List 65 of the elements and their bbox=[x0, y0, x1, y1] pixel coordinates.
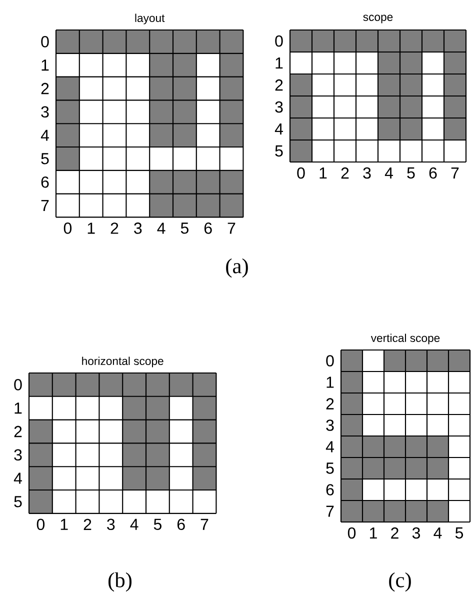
row-number: 5 bbox=[275, 145, 283, 157]
panel-caption: (c) bbox=[389, 572, 411, 592]
column-number: 1 bbox=[88, 222, 95, 234]
row-number: 1 bbox=[326, 376, 334, 388]
row-number: 5 bbox=[326, 462, 334, 474]
column-number: 0 bbox=[36, 518, 45, 530]
row-number: 7 bbox=[326, 506, 334, 517]
column-number: 3 bbox=[363, 167, 371, 179]
column-number: 7 bbox=[451, 168, 459, 178]
column-number: 7 bbox=[200, 518, 208, 530]
row-number: 7 bbox=[41, 200, 49, 211]
row-number: 2 bbox=[41, 82, 49, 94]
column-number: 3 bbox=[134, 222, 142, 234]
column-number: 3 bbox=[107, 518, 115, 530]
column-number: 1 bbox=[60, 518, 68, 530]
panel-caption: (b) bbox=[108, 572, 132, 592]
row-number: 2 bbox=[275, 79, 283, 91]
column-number: 7 bbox=[228, 222, 236, 234]
row-number: 0 bbox=[326, 355, 334, 366]
column-number: 6 bbox=[429, 167, 437, 179]
grid-title: scope bbox=[363, 14, 393, 24]
row-number: 2 bbox=[326, 398, 334, 410]
column-number: 2 bbox=[391, 527, 398, 539]
column-number: 5 bbox=[407, 167, 415, 179]
row-number: 1 bbox=[14, 402, 22, 414]
grid-title: layout bbox=[135, 14, 165, 24]
column-number: 2 bbox=[341, 167, 349, 179]
row-number: 4 bbox=[326, 441, 334, 452]
row-number: 1 bbox=[276, 58, 283, 69]
row-number: 6 bbox=[326, 484, 334, 496]
column-number: 3 bbox=[412, 527, 420, 539]
row-number: 5 bbox=[41, 153, 49, 164]
column-number: 2 bbox=[110, 222, 118, 234]
column-number: 4 bbox=[157, 222, 166, 234]
column-number: 0 bbox=[348, 527, 356, 539]
grid-title: vertical scope bbox=[370, 334, 440, 344]
row-number: 6 bbox=[41, 176, 49, 188]
row-number: 3 bbox=[41, 106, 49, 118]
column-number: 0 bbox=[297, 167, 305, 179]
row-number: 3 bbox=[275, 101, 283, 113]
column-number: 5 bbox=[180, 222, 188, 234]
row-number: 2 bbox=[14, 426, 22, 438]
row-number: 3 bbox=[326, 420, 334, 431]
column-number: 1 bbox=[320, 168, 327, 178]
panel-caption: (a) bbox=[226, 258, 248, 278]
row-number: 5 bbox=[14, 496, 22, 508]
row-number: 4 bbox=[14, 472, 22, 484]
row-number: 3 bbox=[14, 449, 22, 461]
column-number: 6 bbox=[204, 222, 212, 234]
column-number: 4 bbox=[434, 528, 442, 538]
column-number: 6 bbox=[177, 518, 185, 530]
column-number: 4 bbox=[130, 518, 138, 530]
row-number: 1 bbox=[42, 60, 49, 71]
column-number: 5 bbox=[455, 527, 464, 539]
row-number: 0 bbox=[275, 35, 283, 47]
grid-title: horizontal scope bbox=[82, 356, 164, 368]
row-number: 0 bbox=[41, 36, 49, 48]
column-number: 2 bbox=[84, 518, 92, 530]
row-number: 4 bbox=[274, 124, 283, 134]
row-number: 4 bbox=[40, 130, 49, 141]
row-number: 0 bbox=[14, 379, 22, 390]
column-number: 5 bbox=[154, 518, 162, 530]
column-number: 4 bbox=[384, 168, 393, 178]
column-number: 1 bbox=[370, 528, 377, 538]
column-number: 0 bbox=[64, 222, 72, 234]
